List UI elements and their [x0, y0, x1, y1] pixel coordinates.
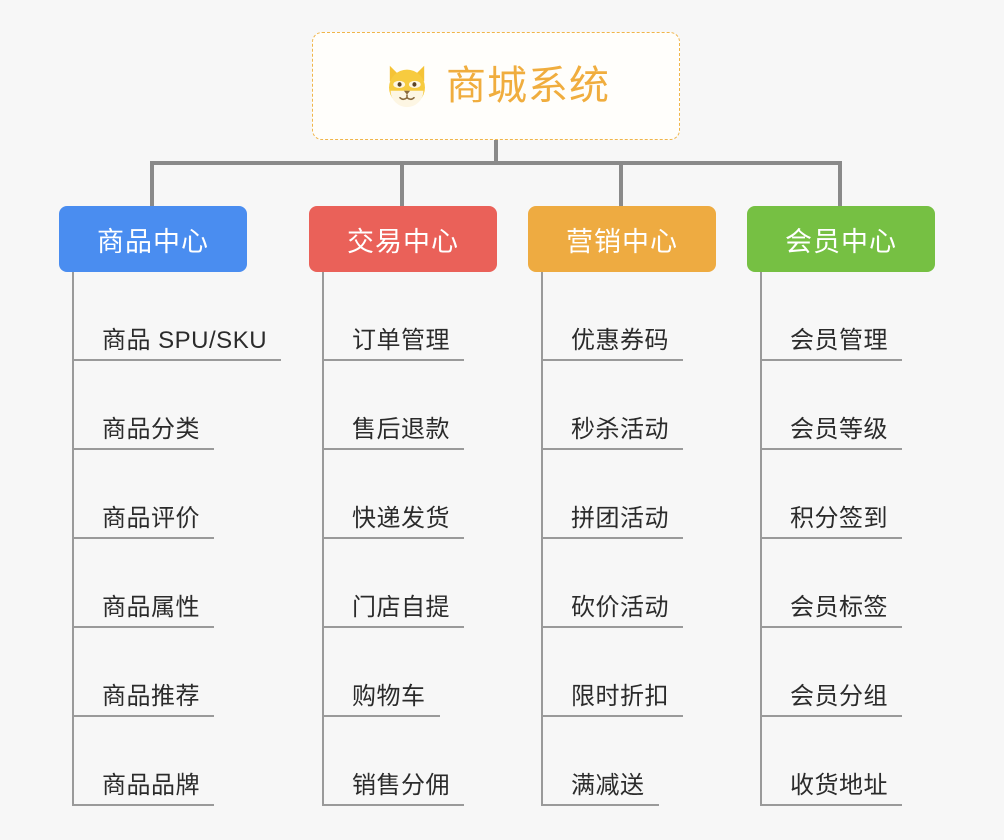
leaf-label: 拼团活动: [571, 505, 669, 532]
list-item[interactable]: 商品 SPU/SKU: [74, 272, 282, 361]
branch-column-trade-center: 交易中心 订单管理 售后退款 快递发货 门店自提 购物车 销售分佣: [309, 206, 497, 806]
list-item[interactable]: 限时折扣: [543, 628, 716, 717]
branch-column-product-center: 商品中心 商品 SPU/SKU 商品分类 商品评价 商品属性 商品推荐 商品品牌: [59, 206, 282, 806]
category-header-trade-center[interactable]: 交易中心: [309, 206, 497, 272]
connector-drop-1: [150, 161, 154, 206]
connector-drop-3: [619, 161, 623, 206]
root-node-mall-system[interactable]: 商城系统: [312, 32, 680, 140]
list-item[interactable]: 会员等级: [762, 361, 935, 450]
list-item[interactable]: 购物车: [324, 628, 497, 717]
leaf-list-trade-center: 订单管理 售后退款 快递发货 门店自提 购物车 销售分佣: [322, 272, 497, 806]
leaf-label: 优惠券码: [571, 327, 669, 354]
leaf-label: 砍价活动: [571, 594, 669, 621]
list-item[interactable]: 订单管理: [324, 272, 497, 361]
connector-drop-4: [838, 161, 842, 206]
leaf-label: 购物车: [352, 683, 426, 710]
branch-column-member-center: 会员中心 会员管理 会员等级 积分签到 会员标签 会员分组 收货地址: [747, 206, 935, 806]
leaf-label: 门店自提: [352, 594, 450, 621]
category-label: 营销中心: [566, 226, 678, 257]
branch-column-marketing-center: 营销中心 优惠券码 秒杀活动 拼团活动 砍价活动 限时折扣 满减送: [528, 206, 716, 806]
leaf-label: 售后退款: [352, 416, 450, 443]
leaf-label: 商品分类: [102, 416, 200, 443]
list-item[interactable]: 收货地址: [762, 717, 935, 806]
list-item[interactable]: 门店自提: [324, 539, 497, 628]
connector-root-stem: [494, 140, 498, 164]
list-item[interactable]: 秒杀活动: [543, 361, 716, 450]
leaf-list-member-center: 会员管理 会员等级 积分签到 会员标签 会员分组 收货地址: [760, 272, 935, 806]
list-item[interactable]: 满减送: [543, 717, 716, 806]
list-item[interactable]: 会员管理: [762, 272, 935, 361]
category-label: 交易中心: [347, 226, 459, 257]
category-header-member-center[interactable]: 会员中心: [747, 206, 935, 272]
leaf-label: 商品推荐: [102, 683, 200, 710]
leaf-label: 订单管理: [352, 327, 450, 354]
leaf-label: 销售分佣: [352, 772, 450, 799]
leaf-label: 商品属性: [102, 594, 200, 621]
list-item[interactable]: 砍价活动: [543, 539, 716, 628]
list-item[interactable]: 会员标签: [762, 539, 935, 628]
list-item[interactable]: 商品属性: [74, 539, 247, 628]
list-item[interactable]: 商品推荐: [74, 628, 247, 717]
root-node-label: 商城系统: [446, 64, 610, 108]
leaf-label: 满减送: [571, 772, 645, 799]
leaf-list-product-center: 商品 SPU/SKU 商品分类 商品评价 商品属性 商品推荐 商品品牌: [72, 272, 282, 806]
leaf-label: 限时折扣: [571, 683, 669, 710]
list-item[interactable]: 商品品牌: [74, 717, 247, 806]
list-item[interactable]: 积分签到: [762, 450, 935, 539]
leaf-label: 积分签到: [790, 505, 888, 532]
shiba-dog-face-icon: [389, 65, 425, 108]
list-item[interactable]: 商品评价: [74, 450, 247, 539]
leaf-label: 秒杀活动: [571, 416, 669, 443]
leaf-label: 会员等级: [790, 416, 888, 443]
category-header-product-center[interactable]: 商品中心: [59, 206, 247, 272]
list-item[interactable]: 快递发货: [324, 450, 497, 539]
connector-drop-2: [400, 161, 404, 206]
leaf-list-marketing-center: 优惠券码 秒杀活动 拼团活动 砍价活动 限时折扣 满减送: [541, 272, 716, 806]
category-label: 商品中心: [97, 226, 209, 257]
list-item[interactable]: 会员分组: [762, 628, 935, 717]
list-item[interactable]: 售后退款: [324, 361, 497, 450]
list-item[interactable]: 商品分类: [74, 361, 247, 450]
leaf-label: 会员分组: [790, 683, 888, 710]
category-header-marketing-center[interactable]: 营销中心: [528, 206, 716, 272]
list-item[interactable]: 拼团活动: [543, 450, 716, 539]
connector-horizontal-bus: [150, 161, 842, 165]
leaf-label: 收货地址: [790, 772, 888, 799]
leaf-label: 会员管理: [790, 327, 888, 354]
leaf-label: 快递发货: [352, 505, 450, 532]
category-label: 会员中心: [785, 226, 897, 257]
list-item[interactable]: 销售分佣: [324, 717, 497, 806]
leaf-label: 商品 SPU/SKU: [102, 327, 268, 354]
leaf-label: 商品品牌: [102, 772, 200, 799]
leaf-label: 商品评价: [102, 505, 200, 532]
list-item[interactable]: 优惠券码: [543, 272, 716, 361]
leaf-label: 会员标签: [790, 594, 888, 621]
